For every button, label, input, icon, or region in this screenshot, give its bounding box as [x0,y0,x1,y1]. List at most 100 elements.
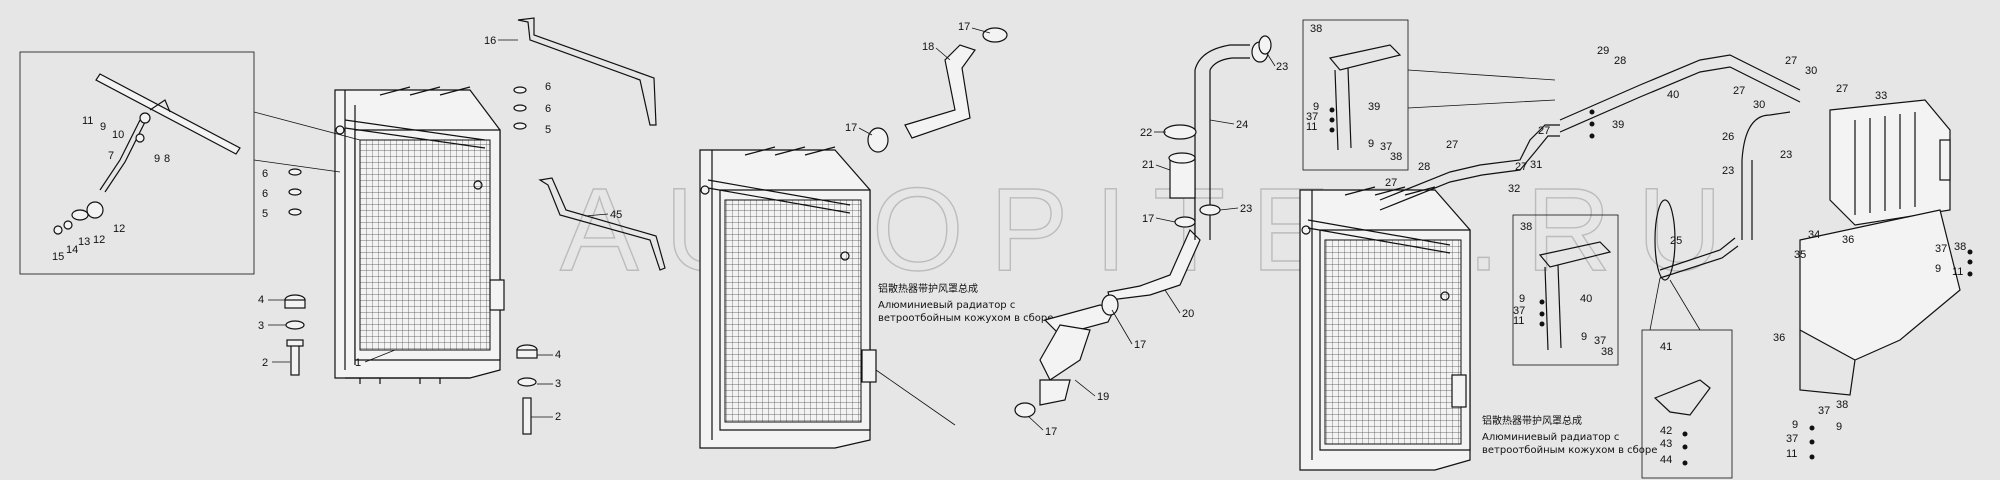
part-label-7: 7 [108,150,114,162]
part-label-35: 35 [1794,249,1806,261]
part-label-44: 44 [1660,454,1672,466]
part-label-2: 2 [262,357,268,369]
part-label-9: 9 [100,121,106,133]
bracket-16 [517,17,657,126]
part-label-28: 28 [1418,161,1430,173]
bracket-45 [538,177,666,271]
part-label-9: 9 [1581,331,1587,343]
part-label-17: 17 [1045,426,1057,438]
part-label-15: 15 [52,251,64,263]
part-label-11: 11 [82,115,93,127]
part-label-38: 38 [1390,151,1402,163]
part-label-9: 9 [154,153,160,165]
part-label-6: 6 [545,103,551,115]
part-label-29: 29 [1597,45,1609,57]
part-label-37: 37 [1818,405,1830,417]
part-label-38: 38 [1836,399,1848,411]
part-label-42: 42 [1660,425,1672,437]
part-label-5: 5 [262,208,268,220]
part-label-27: 27 [1515,161,1527,173]
hose-group-upper [867,27,1008,153]
part-label-26: 26 [1722,131,1734,143]
part-label-27: 27 [1785,55,1797,67]
part-label-37: 37 [1935,243,1947,255]
part-label-8: 8 [164,153,170,165]
part-label-9: 9 [1368,138,1374,150]
part-label-45: 45 [610,209,622,221]
part-label-23: 23 [1780,149,1792,161]
part-label-37: 37 [1306,111,1318,123]
caption-cn-1: 铝散热器带护风罩总成 [878,282,978,295]
part-label-36: 36 [1773,332,1785,344]
part-label-27: 27 [1733,85,1745,97]
part-label-11: 11 [1786,448,1797,460]
part-label-3: 3 [258,320,264,332]
part-label-37: 37 [1380,141,1392,153]
part-label-23: 23 [1276,61,1288,73]
part-label-21: 21 [1142,159,1154,171]
part-label-2: 2 [555,411,561,423]
part-label-30: 30 [1753,99,1765,111]
part-label-28: 28 [1614,55,1626,67]
caption-ru2-1: ветроотбойным кожухом в сборе [878,313,1053,324]
part-label-27: 27 [1446,139,1458,151]
part-label-39: 39 [1368,101,1380,113]
part-label-40: 40 [1580,293,1592,305]
part-label-24: 24 [1236,119,1248,131]
part-label-37: 37 [1513,305,1525,317]
part-label-11: 11 [1952,266,1963,278]
part-label-38: 38 [1310,23,1322,35]
pipe-28 [1379,124,1560,211]
part-label-4: 4 [555,349,561,361]
part-label-1: 1 [355,357,361,369]
part-label-6: 6 [262,188,268,200]
part-label-37: 37 [1594,335,1606,347]
part-label-9: 9 [1792,419,1798,431]
part-label-40: 40 [1667,89,1679,101]
callout-labels: 1 2 3 4 5 6 6 6 6 5 4 3 2 16 45 11 9 10 … [52,21,1966,466]
part-label-5: 5 [545,124,551,136]
pipe-26 [1741,111,1791,240]
radiator-assembly-3 [1299,186,1471,471]
part-label-16: 16 [484,35,496,47]
hose-group-lower [1014,228,1201,418]
part-label-25: 25 [1670,235,1682,247]
part-label-9: 9 [1836,421,1842,433]
part-label-9: 9 [1313,101,1319,113]
part-label-30: 30 [1805,65,1817,77]
inset-box-41-44 [1641,329,1733,479]
caption-ru2-2: ветроотбойным кожухом в сборе [1482,445,1657,456]
part-label-43: 43 [1660,438,1672,450]
pipe-24 [1194,35,1272,240]
part-label-14: 14 [66,244,78,256]
part-label-38: 38 [1520,221,1532,233]
part-label-27: 27 [1385,177,1397,189]
part-label-12: 12 [93,234,105,246]
bracket-35 [1799,209,1961,361]
part-label-17: 17 [845,122,857,134]
part-label-20: 20 [1182,308,1194,320]
part-label-17: 17 [1134,339,1146,351]
inset-box-38-40 [1512,214,1619,366]
part-label-9: 9 [1519,293,1525,305]
part-label-6: 6 [262,168,268,180]
caption-ru1-1: Алюминиевый радиатор с [878,300,1015,311]
mount-stack-left [284,168,306,376]
part-label-37: 37 [1786,433,1798,445]
part-label-22: 22 [1140,127,1152,139]
part-label-11: 11 [1513,315,1524,327]
part-label-36: 36 [1842,234,1854,246]
fasteners [1329,107,1973,466]
radiator-assembly-1 [334,86,505,384]
mount-stack-right [513,86,538,435]
part-label-17: 17 [1142,213,1154,225]
part-label-27: 27 [1538,125,1550,137]
filler-parts [1163,124,1221,228]
part-label-27: 27 [1836,83,1848,95]
detail-ellipse [1654,199,1676,281]
part-label-41: 41 [1660,341,1672,353]
part-label-13: 13 [78,236,90,248]
part-label-4: 4 [258,294,264,306]
